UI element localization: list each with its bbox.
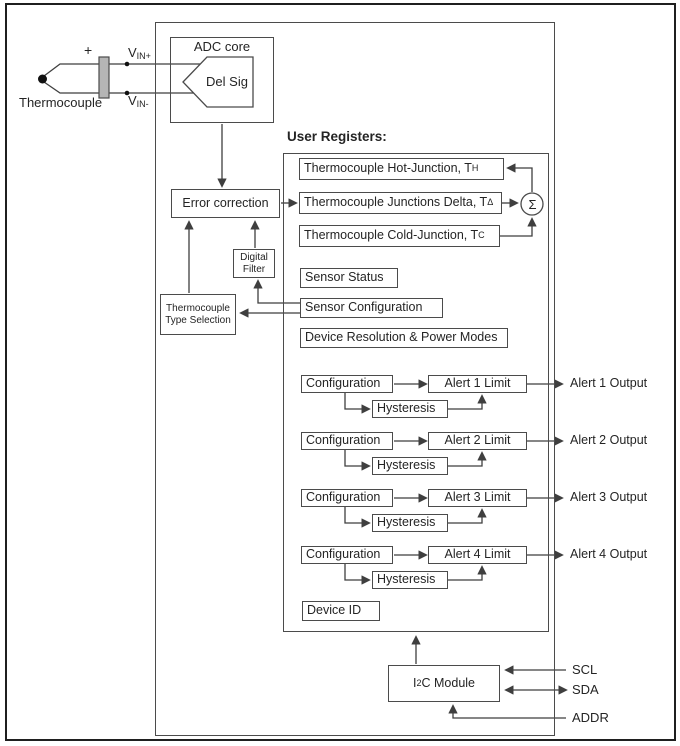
thermocouple-bead <box>38 74 47 84</box>
cold-to-sum-arrow <box>500 217 537 237</box>
vin-plus-base: V <box>128 45 137 60</box>
alert3-limit-box: Alert 3 Limit <box>428 489 527 507</box>
digital-filter-box: Digital Filter <box>233 249 275 278</box>
alert3-configuration-box: Configuration <box>301 489 393 507</box>
thermocouple-type-selection-box: Thermocouple Type Selection <box>160 294 236 335</box>
error-correction-box: Error correction <box>171 189 280 218</box>
adc-core-box <box>170 37 274 123</box>
vin-minus-node <box>124 90 130 96</box>
junctions-delta-sub: Δ <box>487 197 494 208</box>
sum-node: Σ <box>528 196 537 212</box>
user-registers-panel <box>283 153 549 632</box>
cold-junction-text: Thermocouple Cold-Junction, T <box>304 228 479 243</box>
connector-block <box>98 56 110 99</box>
vin-minus-sub: IN- <box>136 99 149 109</box>
outer-frame <box>5 3 676 741</box>
sensor-status-box: Sensor Status <box>300 268 398 288</box>
alert4-limit-box: Alert 4 Limit <box>428 546 527 564</box>
i2c-sup: 2 <box>416 677 422 688</box>
pin-sda-label: SDA <box>572 682 599 697</box>
alert2-output-label: Alert 2 Output <box>570 433 648 447</box>
polarity-plus-label: + <box>84 42 93 58</box>
alert2-hysteresis-box: Hysteresis <box>372 457 448 475</box>
alert4-configuration-box: Configuration <box>301 546 393 564</box>
vin-minus-base: V <box>128 93 137 108</box>
junctions-delta-text: Thermocouple Junctions Delta, T <box>304 195 488 210</box>
alert1-limit-box: Alert 1 Limit <box>428 375 527 393</box>
sum-to-hot-arrow <box>506 163 533 192</box>
alert1-output-label: Alert 1 Output <box>570 376 648 390</box>
cold-junction-sub: C <box>478 230 485 241</box>
hot-junction-text: Thermocouple Hot-Junction, T <box>304 161 472 176</box>
i2c-post: C Module <box>421 675 476 690</box>
thermocouple-lead-top <box>43 63 99 77</box>
sum-circle <box>520 192 544 216</box>
alert4-output-label: Alert 4 Output <box>570 547 648 561</box>
alert3-hysteresis-box: Hysteresis <box>372 514 448 532</box>
thermocouple-lead-bottom <box>43 81 99 94</box>
device-resolution-box: Device Resolution & Power Modes <box>300 328 508 348</box>
vin-minus-label: VIN- <box>128 93 149 110</box>
alert3-output-label: Alert 3 Output <box>570 490 648 504</box>
addr-wire <box>448 704 566 719</box>
alert1-configuration-box: Configuration <box>301 375 393 393</box>
thermocouple-label: Thermocouple <box>19 95 103 110</box>
hot-junction-sub: H <box>471 163 479 174</box>
pin-scl-label: SCL <box>572 662 598 677</box>
alert2-limit-box: Alert 2 Limit <box>428 432 527 450</box>
user-registers-title: User Registers: <box>287 129 387 144</box>
delta-sigma-pentagon <box>182 56 254 108</box>
adc-core-title: ADC core <box>193 39 251 54</box>
i2c-pre: I <box>413 675 417 690</box>
vin-plus-label: VIN+ <box>128 45 151 62</box>
pin-addr-label: ADDR <box>572 710 609 725</box>
vin-plus-sub: IN+ <box>136 51 151 61</box>
vin-plus-node <box>124 61 130 67</box>
config-to-filter-arrow <box>253 279 300 304</box>
alert4-hysteresis-box: Hysteresis <box>372 571 448 589</box>
chip-boundary <box>155 22 555 736</box>
device-id-box: Device ID <box>302 601 380 621</box>
alert2-configuration-box: Configuration <box>301 432 393 450</box>
delta-sigma-label: Del Sig <box>206 74 248 89</box>
alert1-hysteresis-box: Hysteresis <box>372 400 448 418</box>
sensor-configuration-box: Sensor Configuration <box>300 298 443 318</box>
